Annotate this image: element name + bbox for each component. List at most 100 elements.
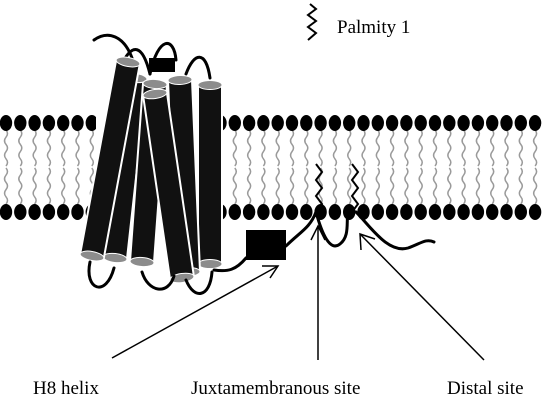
lipid-head xyxy=(486,115,499,131)
lipid-tail xyxy=(304,167,309,205)
lipid-head xyxy=(257,115,270,131)
lipid-head xyxy=(528,115,542,131)
lipid-tail xyxy=(261,167,266,205)
lipid-head xyxy=(414,115,427,131)
lipid-head xyxy=(528,204,542,220)
lipid-head xyxy=(328,115,342,131)
lipid-tail xyxy=(532,167,538,205)
lipid-tail xyxy=(289,167,295,205)
lipid-head xyxy=(257,204,270,220)
lipid-head xyxy=(85,115,96,131)
lipid-tail xyxy=(246,129,252,167)
lipid-tail xyxy=(361,167,366,205)
lipid-head xyxy=(14,204,27,220)
lipid-head xyxy=(242,204,256,220)
lipid-head xyxy=(443,204,456,220)
h8-helix-label: H8 helix xyxy=(33,378,99,399)
lipid-tail xyxy=(404,167,409,205)
lipid-head xyxy=(385,115,399,131)
lipid-tail xyxy=(532,129,538,167)
lipid-head xyxy=(42,115,56,131)
lipid-head xyxy=(428,115,442,131)
lipid-tail xyxy=(75,167,80,205)
annotation-arrows xyxy=(111,224,485,361)
lipid-tail xyxy=(389,129,395,167)
lipid-tail xyxy=(18,129,23,167)
arrow-distal-site xyxy=(359,232,485,361)
lipid-tail xyxy=(418,167,423,205)
lipid-tail xyxy=(75,129,80,167)
lipid-tail xyxy=(361,129,366,167)
lipid-tail xyxy=(32,129,37,167)
lipid-head xyxy=(0,115,13,131)
lipid-head xyxy=(300,115,313,131)
lipid-tail xyxy=(46,167,52,205)
lipid-head xyxy=(471,115,485,131)
lipid-head xyxy=(271,204,284,220)
lipid-bilayer-right xyxy=(218,115,542,220)
lipid-tail xyxy=(375,167,381,205)
lipid-tail xyxy=(60,129,66,167)
intracellular-loops xyxy=(87,256,248,295)
lipid-tail xyxy=(275,167,280,205)
lipid-head xyxy=(371,115,384,131)
lipid-head xyxy=(28,115,41,131)
h8-helix xyxy=(246,230,286,260)
helix-5 xyxy=(79,56,141,262)
lipid-head xyxy=(285,115,299,131)
lipid-tail xyxy=(346,167,352,205)
lipid-head xyxy=(486,204,499,220)
lipid-head xyxy=(357,115,370,131)
helix-6 xyxy=(141,88,196,284)
lipid-head xyxy=(457,115,470,131)
lipid-tail xyxy=(32,167,37,205)
lipid-head xyxy=(57,204,70,220)
lipid-tail xyxy=(46,129,52,167)
lipid-tail xyxy=(489,167,495,205)
lipid-tail xyxy=(3,129,9,167)
lipid-tail xyxy=(332,129,338,167)
lipid-tail xyxy=(447,129,452,167)
lipid-tail xyxy=(304,129,309,167)
lipid-tail xyxy=(518,129,524,167)
extracellular-loops xyxy=(92,34,212,80)
palmitoyl-chain-distal xyxy=(350,163,360,213)
lipid-head xyxy=(57,115,70,131)
lipid-head xyxy=(357,204,370,220)
lipid-tail xyxy=(404,129,409,167)
lipid-tail xyxy=(60,167,66,205)
lipid-head xyxy=(14,115,27,131)
lipid-head xyxy=(71,115,84,131)
lipid-tail xyxy=(232,167,238,205)
lipid-head xyxy=(514,204,527,220)
lipid-head xyxy=(414,204,427,220)
legend-label: Palmity 1 xyxy=(337,17,411,38)
lipid-tail xyxy=(447,167,452,205)
lipid-head xyxy=(285,204,299,220)
lipid-head xyxy=(328,204,342,220)
lipid-head xyxy=(428,204,442,220)
lipid-tail xyxy=(275,129,280,167)
lipid-head xyxy=(457,204,470,220)
lipid-tail xyxy=(461,129,466,167)
arrow-h8-helix xyxy=(111,265,280,359)
lipid-head xyxy=(314,115,327,131)
lipid-tail xyxy=(261,129,266,167)
lipid-tail xyxy=(504,129,509,167)
c-terminus-linker xyxy=(212,256,248,273)
lipid-head xyxy=(400,115,413,131)
lipid-tail xyxy=(375,129,381,167)
lipid-tail xyxy=(332,167,338,205)
arrow-juxtamembranous-site xyxy=(310,224,326,360)
lipid-tail xyxy=(246,167,252,205)
lipid-head xyxy=(300,204,313,220)
lipid-head xyxy=(42,204,56,220)
lipid-tail xyxy=(346,129,352,167)
extracellular-loop-3 xyxy=(184,55,212,80)
lipid-head xyxy=(514,115,527,131)
lipid-head xyxy=(343,115,356,131)
lipid-tail xyxy=(3,167,9,205)
lipid-tail xyxy=(232,129,238,167)
distal-site-label: Distal site xyxy=(447,378,524,399)
